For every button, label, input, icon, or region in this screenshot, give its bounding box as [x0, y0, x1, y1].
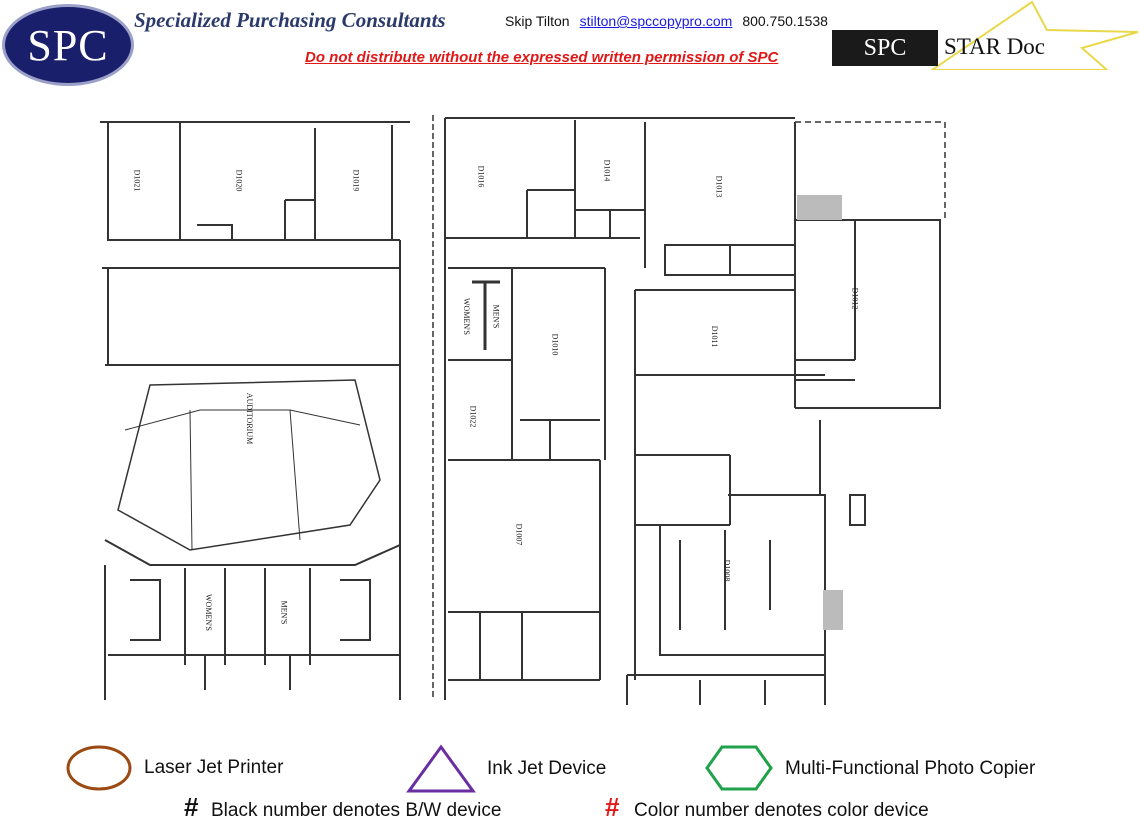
black-hash-symbol: # [184, 792, 199, 822]
room-d1014: D1014 [602, 159, 612, 182]
red-hash-symbol: # [605, 792, 620, 822]
room-d1010: D1010 [550, 333, 560, 356]
contact-info: Skip Tilton stilton@spccopypro.com 800.7… [505, 13, 828, 29]
legend-color-note: Color number denotes color device [634, 800, 929, 821]
stardoc-logo: SPC [832, 30, 938, 66]
spc-logo: SPC [2, 4, 134, 86]
room-womens-1: WOMEN'S [462, 298, 471, 335]
star-icon [930, 0, 1139, 70]
stardoc-logo-text: SPC [863, 34, 907, 61]
contact-email-link[interactable]: stilton@spccopypro.com [579, 13, 733, 29]
logo-text: SPC [27, 20, 109, 70]
room-mens-2: MEN'S [279, 600, 289, 625]
room-d1020: D1020 [234, 169, 244, 192]
distribution-warning: Do not distribute without the expressed … [305, 49, 779, 66]
legend-laser-label: Laser Jet Printer [144, 757, 284, 778]
laser-printer-circle-icon [66, 745, 132, 791]
room-d1022: D1022 [468, 405, 478, 428]
room-d1012: D1012 [850, 287, 860, 310]
room-d1007: D1007 [514, 523, 524, 546]
room-d1011: D1011 [710, 325, 720, 348]
room-d1013: D1013 [714, 175, 724, 198]
legend-inkjet-label: Ink Jet Device [487, 758, 607, 779]
legend-bw-note: Black number denotes B/W device [211, 800, 502, 821]
room-mens-1: MEN'S [491, 304, 501, 329]
stardoc-title: STAR Doc [944, 34, 1046, 59]
legend-mfp-label: Multi-Functional Photo Copier [785, 758, 1036, 779]
room-womens-2: WOMEN'S [204, 594, 213, 631]
floor-plan [100, 115, 946, 705]
mfp-hexagon-icon [705, 745, 773, 791]
room-d1021: D1021 [132, 169, 142, 192]
contact-phone: 800.750.1538 [742, 13, 828, 29]
company-name: Specialized Purchasing Consultants [134, 8, 446, 32]
room-d1019: D1019 [351, 169, 361, 192]
room-d1016: D1016 [476, 165, 486, 188]
inkjet-triangle-icon [406, 744, 476, 793]
contact-name: Skip Tilton [505, 13, 570, 29]
room-d1008: D1008 [722, 559, 732, 582]
room-auditorium: AUDITORIUM [245, 392, 255, 445]
